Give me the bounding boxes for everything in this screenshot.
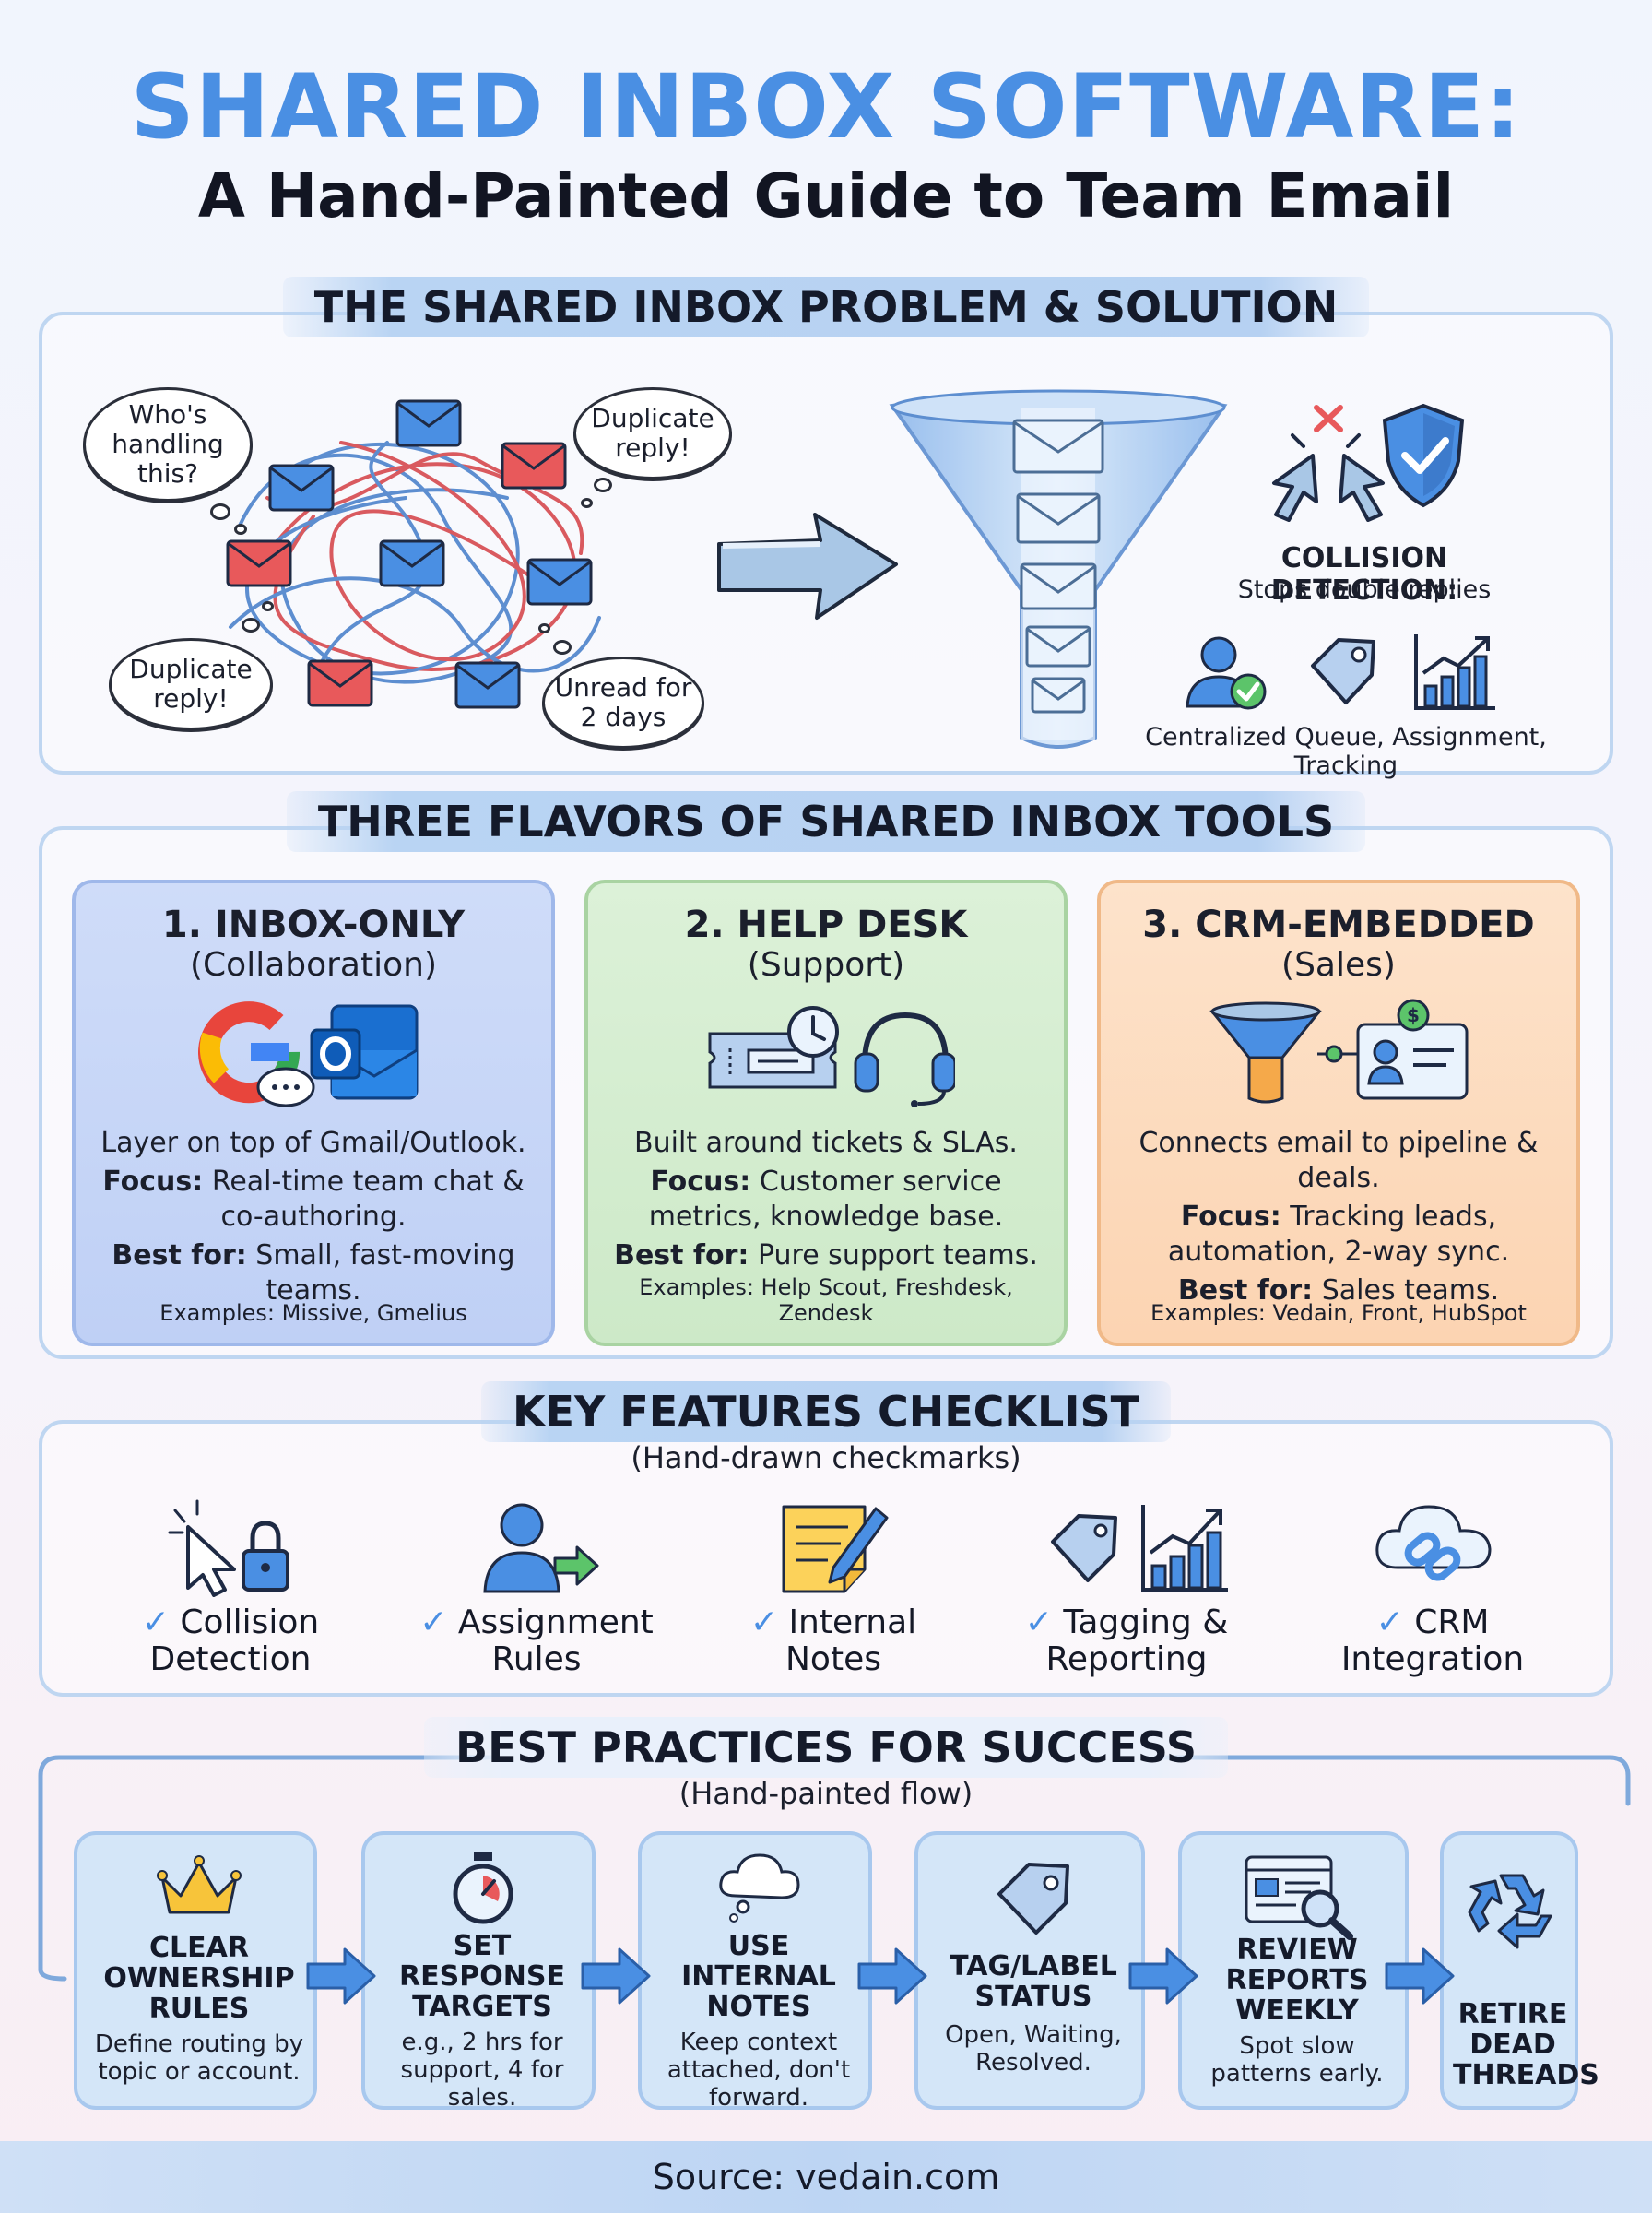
page-subtitle: A Hand-Painted Guide to Team Email <box>197 160 1455 231</box>
flow-arrow-icon <box>306 1947 376 2005</box>
gmail-outlook-icon <box>198 1001 419 1107</box>
flow-arrow-icon <box>1385 1947 1455 2005</box>
recycle-icon <box>1468 1874 1552 1949</box>
tag-icon <box>997 1863 1069 1935</box>
step-retire-threads: RETIRE DEAD THREADS <box>1440 1831 1599 2110</box>
envelope-icon <box>379 539 445 587</box>
source-citation: Source: vedain.com <box>652 2157 1000 2197</box>
checkmark-icon: ✓ <box>749 1604 778 1641</box>
features-subheading: (Hand-drawn checkmarks) <box>631 1440 1021 1475</box>
card-inbox-only: 1. INBOX-ONLY (Collaboration) Layer on t… <box>72 880 555 1346</box>
thought-cloud-icon <box>719 1853 800 1923</box>
step-response-targets: SET RESPONSE TARGETS e.g., 2 hrs for sup… <box>361 1831 596 2112</box>
flavors-heading: THREE FLAVORS OF SHARED INBOX TOOLS <box>286 791 1366 852</box>
practices-heading: BEST PRACTICES FOR SUCCESS <box>424 1717 1228 1778</box>
checkmark-icon: ✓ <box>1375 1604 1404 1641</box>
shield-check-icon <box>1382 403 1465 508</box>
checkmark-icon: ✓ <box>141 1604 170 1641</box>
envelope-icon <box>268 464 335 512</box>
thought-bubble: Duplicate reply! <box>109 638 273 730</box>
practices-subheading: (Hand-painted flow) <box>678 1776 974 1811</box>
card-crm-embedded: 3. CRM-EMBEDDED (Sales) $ Connects email… <box>1097 880 1580 1346</box>
envelope-icon <box>526 558 593 606</box>
tag-icon <box>1311 638 1375 704</box>
cursor-lock-icon <box>168 1499 289 1597</box>
bar-chart-icon <box>1414 634 1495 710</box>
step-review-reports: REVIEW REPORTS WEEKLY Spot slow patterns… <box>1178 1831 1409 2110</box>
queue-caption: Centralized Queue, Assignment, Tracking <box>1145 723 1547 780</box>
collision-desc: Stops double replies <box>1237 575 1492 604</box>
arrow-right-icon <box>717 513 898 620</box>
features-heading: KEY FEATURES CHECKLIST <box>480 1381 1171 1442</box>
tag-chart-icon <box>1051 1505 1228 1592</box>
flow-arrow-icon <box>857 1947 927 2005</box>
step-internal-notes: USE INTERNAL NOTES Keep context attached… <box>638 1831 872 2112</box>
stopwatch-icon <box>453 1852 513 1924</box>
page-title: SHARED INBOX SOFTWARE: <box>130 55 1522 159</box>
collision-title: COLLISION DETECTION: <box>1270 542 1458 607</box>
step-clear-ownership: CLEAR OWNERSHIP RULES Define routing by … <box>74 1831 317 2110</box>
funnel-contact-icon: $ <box>1210 999 1469 1104</box>
card-help-desk: 2. HELP DESK (Support) Built around tick… <box>584 880 1068 1346</box>
thought-bubble: Who's handling this? <box>83 387 253 502</box>
flow-arrow-icon <box>1128 1947 1198 2005</box>
footer-bar: Source: vedain.com <box>0 2141 1652 2213</box>
svg-text:$: $ <box>1407 1004 1420 1026</box>
envelope-icon <box>226 539 292 587</box>
checkmark-icon: ✓ <box>419 1604 448 1641</box>
envelope-icon <box>454 661 521 709</box>
collision-cursors-icon <box>1272 405 1385 522</box>
report-magnifier-icon <box>1245 1855 1353 1940</box>
thought-bubble: Unread for 2 days <box>542 657 704 749</box>
step-tag-status: TAG/LABEL STATUS Open, Waiting, Resolved… <box>914 1831 1145 2110</box>
problem-heading: THE SHARED INBOX PROBLEM & SOLUTION <box>282 277 1370 337</box>
funnel-illustration <box>889 389 1228 749</box>
tangled-threads-illustration <box>229 441 601 684</box>
user-arrow-icon <box>483 1503 599 1593</box>
envelope-icon <box>395 399 462 447</box>
envelope-icon <box>501 442 567 490</box>
ticket-headset-icon <box>708 1006 955 1107</box>
note-pencil-icon <box>782 1505 889 1593</box>
crown-icon <box>157 1855 242 1914</box>
user-check-icon <box>1186 636 1267 710</box>
cloud-link-icon <box>1375 1505 1492 1581</box>
envelope-icon <box>307 659 373 707</box>
thought-bubble: Duplicate reply! <box>573 387 732 479</box>
flow-arrow-icon <box>581 1947 651 2005</box>
checkmark-icon: ✓ <box>1024 1604 1053 1641</box>
feature-tagging-reporting: ✓ Tagging &Reporting <box>1024 1604 1229 1678</box>
